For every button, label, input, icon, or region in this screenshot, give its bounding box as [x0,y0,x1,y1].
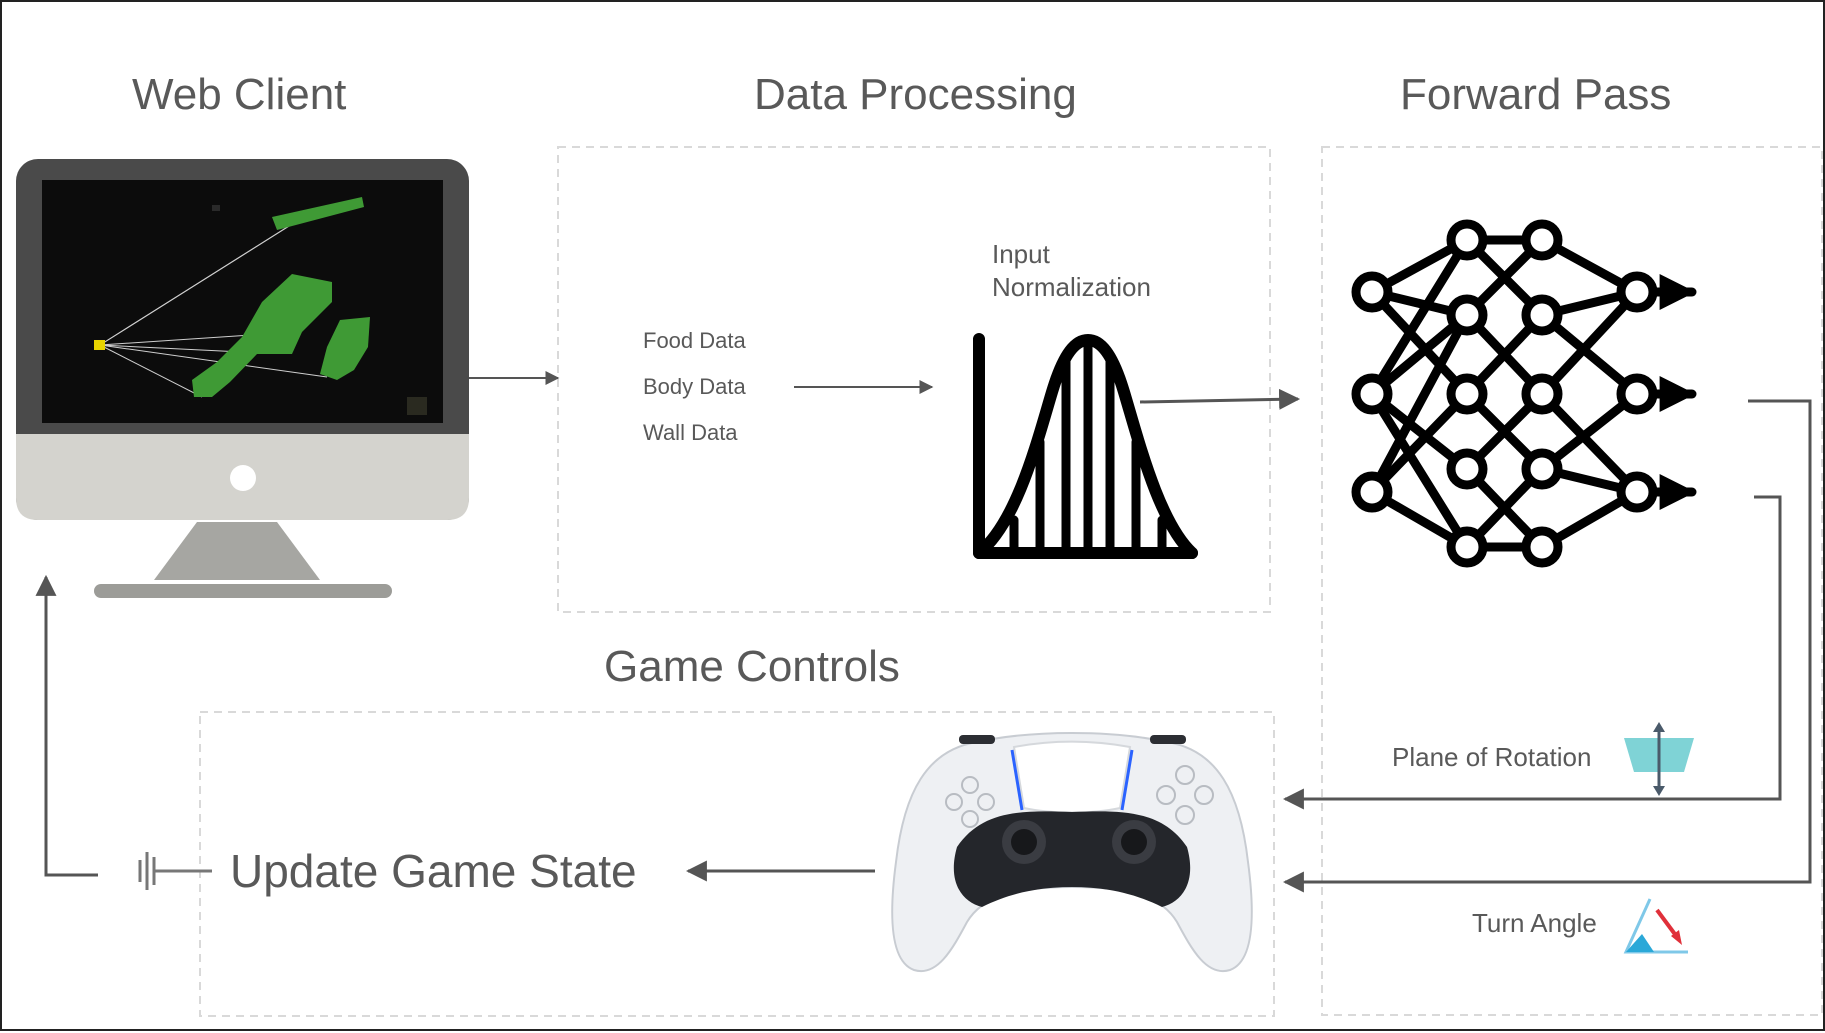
game-scene [94,197,427,415]
turn-angle-label: Turn Angle [1472,908,1597,938]
bell-curve-icon [973,333,1198,559]
flow-arrows [35,371,1812,893]
arrow-normalization-to-network [1139,388,1301,410]
plane-of-rotation-label: Plane of Rotation [1392,742,1592,772]
arrow-network-to-turn [1282,495,1782,810]
plane-rotation-icon [1624,722,1694,796]
turn-angle-icon [1623,898,1688,954]
data-processing-title: Data Processing [754,70,1077,119]
input-body-data: Body Data [643,374,746,399]
forward-pass-title: Forward Pass [1400,70,1672,119]
arrow-network-to-plane [1282,399,1812,893]
normalization-label-line2: Normalization [992,272,1151,302]
input-food-data: Food Data [643,328,746,353]
game-controls-box [199,711,1275,1017]
input-wall-data: Wall Data [643,420,738,445]
forward-pass-box [1321,146,1823,1016]
normalization-label-line1: Input [992,239,1050,269]
arrow-update-to-client [35,574,98,877]
web-client-title: Web Client [132,70,347,119]
battery-icon [138,852,212,890]
monitor-icon [16,159,469,598]
neural-network-icon [1351,219,1697,568]
update-game-state-label: Update Game State [230,845,637,897]
game-controls-title: Game Controls [604,642,900,691]
gamepad-icon [891,732,1253,973]
